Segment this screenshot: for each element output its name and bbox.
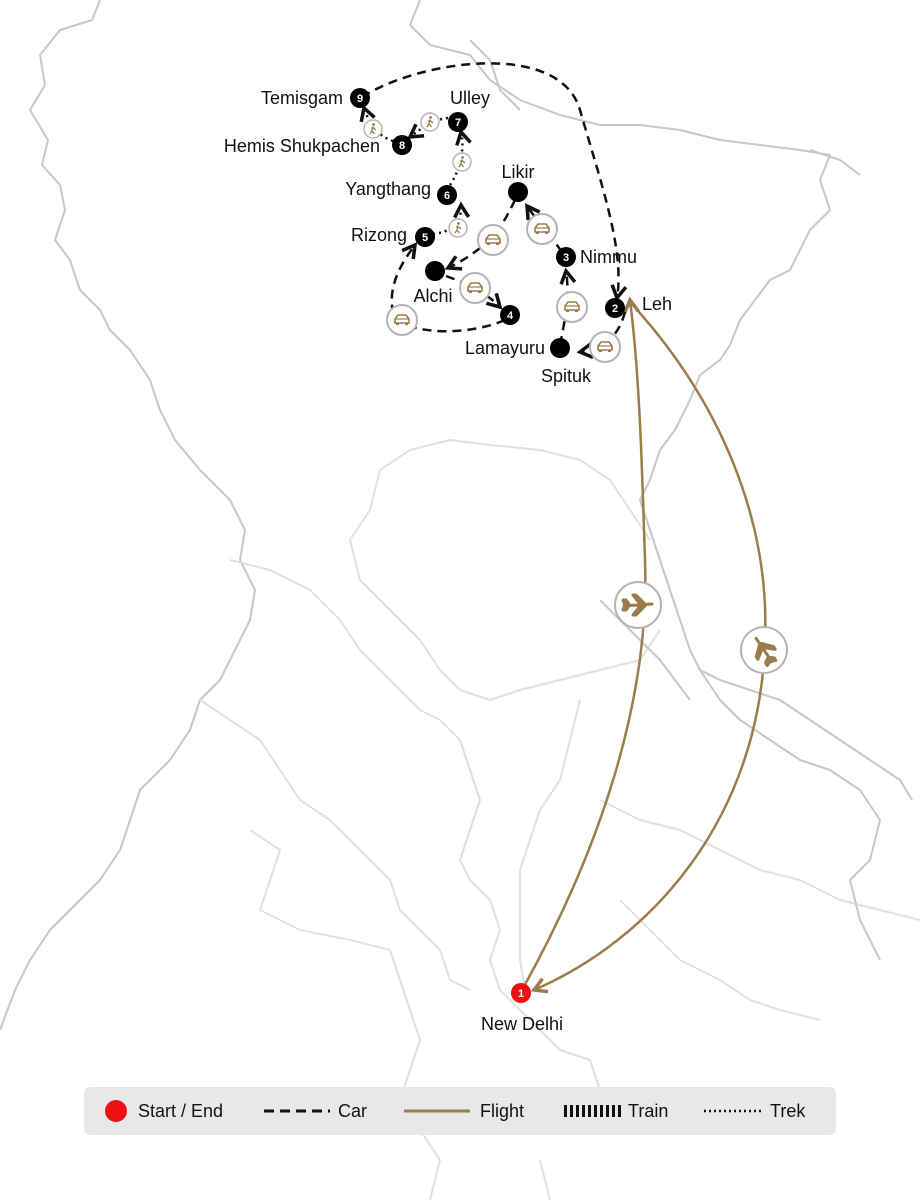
stop-marker-new-delhi[interactable]: 1	[511, 983, 531, 1003]
legend-flight: Flight	[404, 1087, 524, 1135]
stop-marker-leh[interactable]: 2	[605, 298, 625, 318]
svg-text:5: 5	[422, 232, 428, 244]
stop-marker-yangthang[interactable]: 6	[437, 185, 457, 205]
trek-line-icon	[704, 1109, 764, 1113]
legend-start-end-label: Start / End	[138, 1100, 224, 1121]
place-label-rizong: Rizong	[351, 225, 407, 245]
legend-train: Train	[564, 1087, 668, 1135]
svg-text:8: 8	[399, 140, 405, 152]
svg-text:4: 4	[507, 310, 514, 322]
region-borders	[0, 0, 913, 1031]
svg-text:3: 3	[563, 252, 569, 264]
legend-car-label: Car	[338, 1100, 368, 1121]
car-route-nimmu-to-likir	[527, 206, 564, 253]
place-label-likir: Likir	[501, 162, 534, 182]
stop-marker-hemis-shukpachen[interactable]: 8	[392, 135, 412, 155]
waypoint-marker-likir[interactable]	[508, 182, 528, 202]
stop-marker-ulley[interactable]: 7	[448, 112, 468, 132]
airplane-icon	[614, 581, 662, 629]
legend-trek: Trek	[704, 1087, 805, 1135]
country-borders-east	[599, 599, 881, 961]
car-icon	[386, 304, 418, 336]
state-borders	[199, 439, 920, 1200]
svg-text:9: 9	[357, 93, 363, 105]
legend-train-label: Train	[628, 1100, 669, 1121]
car-route-temisgam-to-leh	[361, 62, 619, 298]
svg-text:7: 7	[455, 117, 461, 129]
train-line-icon	[564, 1105, 624, 1117]
place-label-lamayuru: Lamayuru	[465, 338, 545, 358]
hiker-icon	[420, 112, 440, 132]
svg-text:2: 2	[612, 303, 618, 315]
car-icon	[477, 224, 509, 256]
stop-marker-temisgam[interactable]: 9	[350, 88, 370, 108]
place-label-ulley: Ulley	[450, 88, 490, 108]
car-route-leh-to-spituk	[580, 311, 627, 352]
stop-marker-nimmu[interactable]: 3	[556, 247, 576, 267]
car-line-icon	[264, 1109, 330, 1113]
place-label-hemis-shukpachen: Hemis Shukpachen	[224, 136, 380, 156]
start-end-dot-icon	[105, 1100, 127, 1122]
svg-text:1: 1	[518, 988, 524, 1000]
car-icon	[556, 291, 588, 323]
car-icon	[589, 331, 621, 363]
car-icon	[526, 213, 558, 245]
hiker-icon	[452, 152, 472, 172]
place-label-nimmu: Nimmu	[580, 247, 637, 267]
legend-trek-label: Trek	[770, 1100, 806, 1121]
place-label-yangthang: Yangthang	[345, 179, 431, 199]
stop-marker-lamayuru[interactable]: 4	[500, 305, 520, 325]
place-label-temisgam: Temisgam	[261, 88, 343, 108]
flight-line-icon	[404, 1109, 470, 1113]
place-label-alchi: Alchi	[413, 286, 452, 306]
map-legend: Start / End Car Flight Train Trek	[84, 1087, 836, 1135]
place-label-new-delhi: New Delhi	[481, 1014, 563, 1034]
hiker-icon	[448, 218, 468, 238]
flight-route-delhi-to-leh	[520, 300, 647, 991]
legend-flight-label: Flight	[480, 1100, 525, 1121]
legend-car: Car	[264, 1087, 367, 1135]
place-label-leh: Leh	[642, 294, 672, 314]
place-label-spituk: Spituk	[541, 366, 592, 386]
stop-marker-rizong[interactable]: 5	[415, 227, 435, 247]
car-icon	[459, 272, 491, 304]
svg-text:6: 6	[444, 190, 450, 202]
legend-start-end: Start / End	[104, 1087, 223, 1135]
airplane-icon	[740, 626, 788, 674]
waypoint-marker-spituk[interactable]	[550, 338, 570, 358]
waypoint-marker-alchi[interactable]	[425, 261, 445, 281]
